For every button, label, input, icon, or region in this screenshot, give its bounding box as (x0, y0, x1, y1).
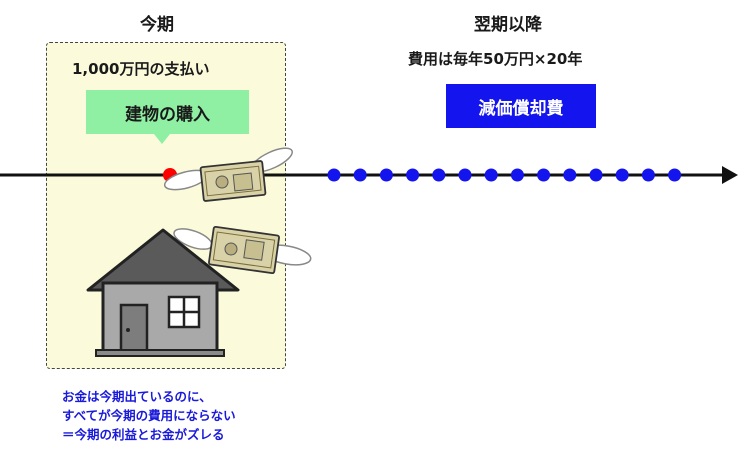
year-dot (432, 168, 446, 182)
year-dot (510, 168, 524, 182)
year-dot (641, 168, 655, 182)
next-period-heading: 翌期以降 (474, 15, 542, 35)
year-dot (458, 168, 472, 182)
year-dot (537, 168, 551, 182)
house-icon (86, 228, 240, 357)
current-period-heading: 今期 (140, 15, 174, 35)
timeline-arrowhead (722, 166, 738, 184)
expense-text: 費用は毎年50万円×20年 (408, 50, 583, 68)
year-dot (615, 168, 629, 182)
note-line-2: すべてが今期の費用にならない (62, 408, 236, 423)
year-dot (668, 168, 682, 182)
note-line-1: お金は今期出ているのに、 (62, 389, 212, 404)
explanatory-note: お金は今期出ているのに、 すべてが今期の費用にならない ＝今期の利益とお金がズレ… (62, 387, 236, 444)
year-dot (353, 168, 367, 182)
year-dot (563, 168, 577, 182)
note-line-3: ＝今期の利益とお金がズレる (62, 427, 225, 442)
purchase-badge-pointer (154, 134, 170, 144)
purchase-badge: 建物の購入 (86, 90, 249, 134)
depreciation-badge: 減価償却費 (446, 84, 596, 128)
year-dots (327, 168, 682, 182)
year-dot (379, 168, 393, 182)
year-dot (406, 168, 420, 182)
flying-money-icon (173, 225, 312, 275)
year-dot (484, 168, 498, 182)
year-dot (327, 168, 341, 182)
flying-money-icon (163, 147, 293, 202)
year-dot (589, 168, 603, 182)
payment-text: 1,000万円の支払い (72, 60, 210, 78)
